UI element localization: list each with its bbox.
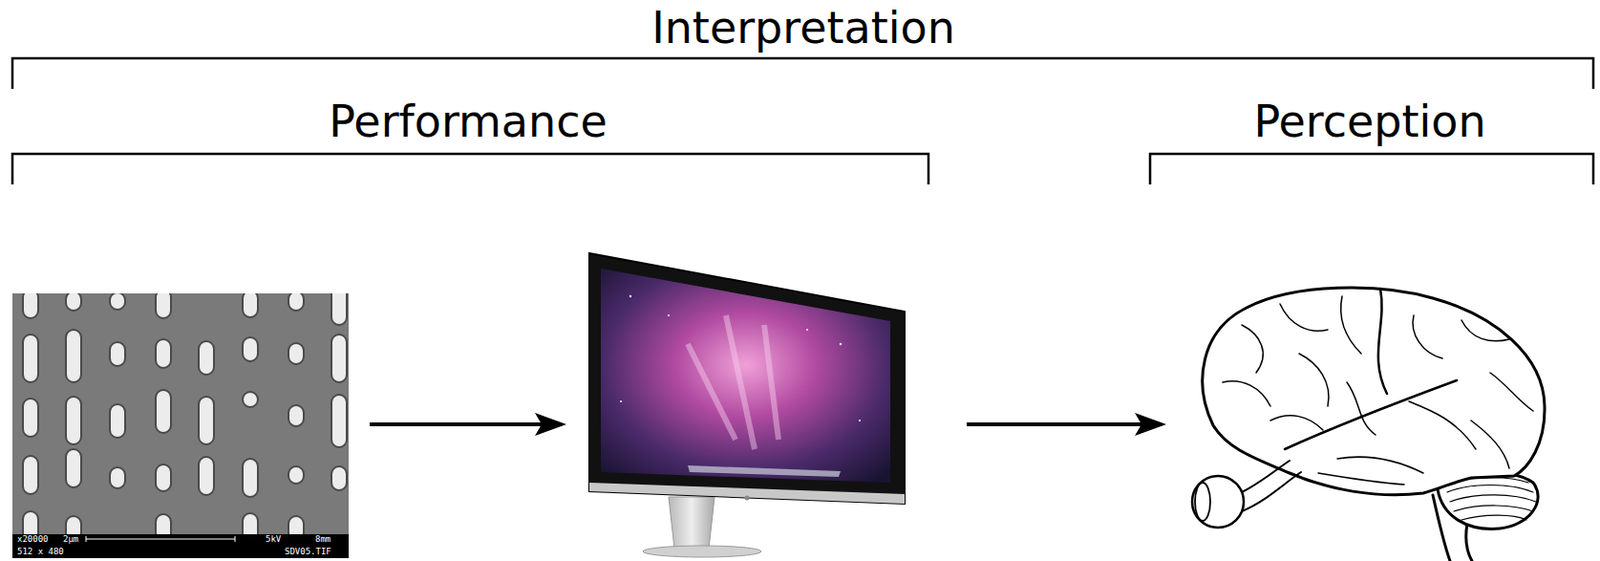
sem-info: 512 x 480 (17, 547, 64, 556)
monitor (589, 253, 905, 557)
sem-info: 8mm (315, 534, 331, 544)
brain (1192, 287, 1545, 561)
sem-info: 5kV (265, 534, 281, 544)
bracket (12, 58, 1594, 185)
level-heading: Interpretation (651, 5, 956, 50)
sem-info: 2μm (63, 534, 79, 544)
level-heading: Performance (328, 99, 608, 144)
sem-info: x20000 (17, 534, 49, 544)
level-heading: Perception (1253, 99, 1486, 144)
sem-image (12, 286, 349, 558)
sem-info: SDV05.TIF (284, 547, 332, 556)
